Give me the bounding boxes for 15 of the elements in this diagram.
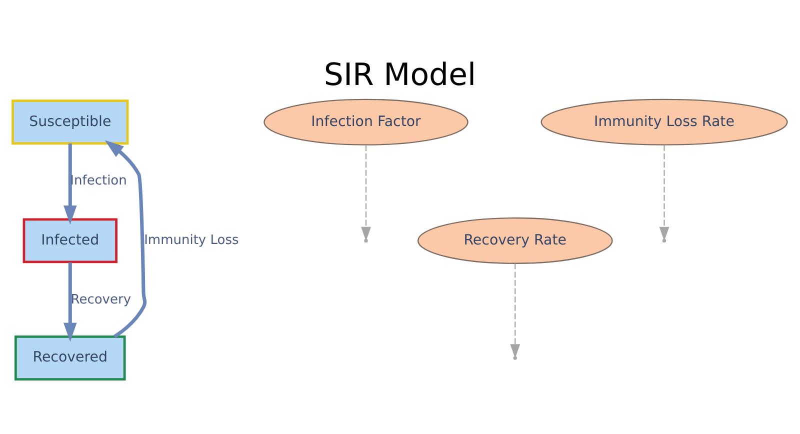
arrow: [361, 144, 371, 241]
node-ellipse: Immunity Loss Rate: [540, 98, 788, 145]
edge-label: Recovery: [70, 292, 132, 307]
diagram-title: SIR Model: [324, 56, 476, 93]
node-box: Susceptible: [12, 99, 129, 144]
node-ellipse: Infection Factor: [264, 98, 468, 145]
arrow: [659, 144, 670, 241]
node-ellipse: Recovery Rate: [417, 216, 613, 264]
node-box: Infected: [22, 218, 118, 263]
arrow: [64, 143, 77, 224]
arrow: [104, 140, 147, 338]
edge-label: Immunity Loss: [144, 232, 239, 248]
node-box: Recovered: [14, 334, 126, 380]
arrow: [510, 262, 520, 358]
arrow: [64, 262, 77, 342]
